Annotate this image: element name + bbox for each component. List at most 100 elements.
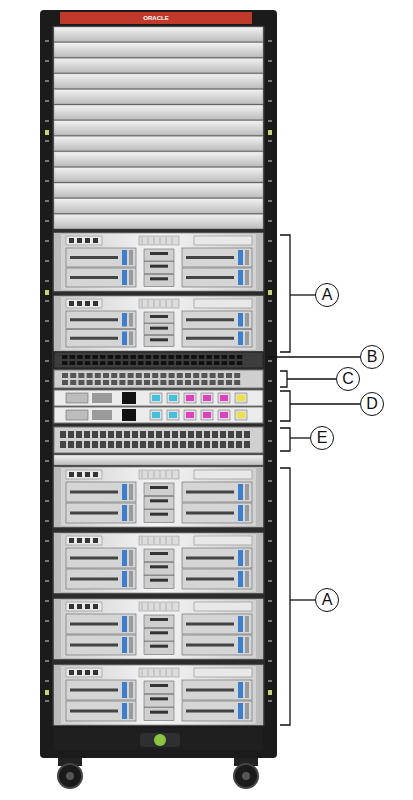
port [77,538,82,543]
caster-hub [242,772,250,780]
leader-line [290,403,360,404]
drive-slot [186,557,234,560]
switch-port [210,373,216,378]
post-mark [268,520,272,522]
port [93,538,98,543]
drive-handle [122,250,127,265]
vent [139,602,179,611]
vent-slot [142,603,143,610]
port [77,301,82,306]
switch-port [220,431,226,438]
switch-port [124,441,130,448]
drive-handle [238,313,243,327]
front-panel [66,236,102,245]
port [93,301,98,306]
drive-handle [122,550,127,566]
switch-port [226,380,232,385]
drive-handle [238,682,243,698]
post-mark [268,460,272,462]
center-bay [144,483,174,496]
callout-letter: A [322,592,333,608]
drive-slot [186,318,234,321]
io-port-color [152,395,160,401]
post-mark [268,60,272,62]
drive-latch [245,332,249,346]
bay-slot [150,631,168,634]
drive-slot [186,337,234,340]
io-port-color [186,412,194,418]
post-light [268,130,272,135]
drive-bay [182,548,252,568]
drive-bay [66,569,136,589]
server-chassis [54,233,263,291]
vent-slot [172,300,173,307]
switch-port [244,441,250,448]
drive-latch [129,270,133,285]
callout-letter: D [366,396,378,412]
leader-line [268,356,360,357]
callout-circle: A [315,283,339,307]
server-unit [54,467,263,527]
switch-port [144,380,150,385]
port [85,301,90,306]
callout-letter: A [322,287,333,303]
switch-port [199,361,205,365]
io-port-color [220,412,228,418]
center-bay [144,628,174,641]
callout-circle: C [336,367,360,391]
front-panel [194,299,252,308]
port [77,604,82,609]
switch-port [161,361,167,365]
port [69,472,74,477]
drive-handle [122,332,127,346]
drive-slot [70,710,118,713]
switch-port [152,373,158,378]
switch-port [176,361,182,365]
drive-bay [182,569,252,589]
switch-port [236,441,242,448]
switch-port [228,441,234,448]
port [85,538,90,543]
switch-port [138,355,144,359]
switch-port [108,355,114,359]
server-ear [54,599,61,659]
switch-port [161,355,167,359]
post-mark [268,300,272,302]
post-mark [45,200,49,202]
drive-bay [66,503,136,523]
switch-port [92,441,98,448]
front-panel [66,668,102,677]
vent-slot [160,471,161,478]
switch-port [148,441,154,448]
post-mark [268,340,272,342]
rack [40,10,277,788]
post-mark [45,620,49,622]
switch-port [185,380,191,385]
switch-port [160,380,166,385]
switch-port [124,431,130,438]
io-port [201,393,213,403]
post-mark [268,380,272,382]
drive-slot [186,644,234,647]
center-bay [144,549,174,562]
center-bay [144,576,174,589]
switch-port [136,380,142,385]
vent-slot [154,471,155,478]
drive-slot [186,689,234,692]
drive-slot [70,557,118,560]
switch-port [234,380,240,385]
io-port [184,410,196,420]
drive-latch [245,616,249,632]
post-mark [268,180,272,182]
io-port [167,410,179,420]
post-light [45,290,49,295]
io-port [150,393,162,403]
drive-latch [245,571,249,587]
switch-port [180,431,186,438]
io-port [167,393,179,403]
drive-handle [122,571,127,587]
drive-slot [70,491,118,494]
callout-letter: C [342,371,354,387]
switch-port [148,431,154,438]
io-port-color [169,412,177,418]
